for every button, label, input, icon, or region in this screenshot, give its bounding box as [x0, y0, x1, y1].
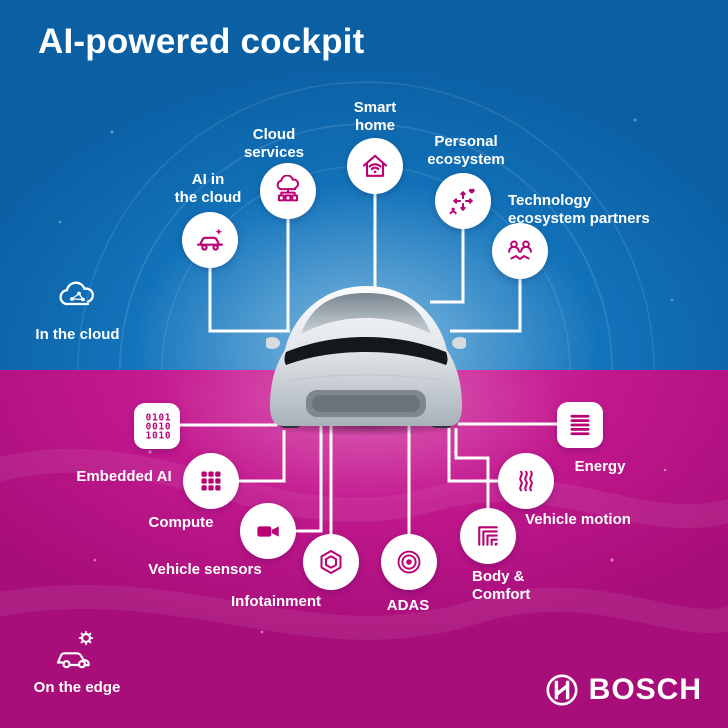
node-label-vehicle-sensors: Vehicle sensors: [148, 561, 262, 578]
node-ai-in-the-cloud: [182, 212, 238, 268]
camera-icon: [253, 516, 283, 546]
page-title: AI-powered cockpit: [38, 22, 365, 61]
node-label-embedded-ai: Embedded AI: [76, 468, 172, 485]
cloud-zone-label: In the cloud: [35, 326, 120, 343]
node-compute: [183, 453, 239, 509]
node-cloud-services: [260, 163, 316, 219]
edge-zone-label: On the edge: [33, 679, 121, 696]
radar-rings-icon: [394, 547, 424, 577]
hexagon-icon: [316, 547, 346, 577]
svg-text:0101: 0101: [146, 413, 172, 424]
node-adas: [381, 534, 437, 590]
node-smart-home: [347, 138, 403, 194]
node-label-body-comfort: Body & Comfort: [472, 568, 531, 604]
node-body-comfort: [460, 508, 516, 564]
smart-home-icon: [359, 150, 391, 182]
motion-waves-icon: [511, 466, 541, 496]
node-label-infotainment: Infotainment: [231, 593, 321, 610]
node-label-adas: ADAS: [386, 597, 430, 614]
node-label-vehicle-motion: Vehicle motion: [525, 511, 631, 528]
svg-text:0010: 0010: [146, 422, 172, 433]
car-front-view: [266, 276, 466, 436]
personal-ecosystem-icon: [447, 185, 479, 217]
stacked-layers-icon: [473, 521, 503, 551]
node-label-compute: Compute: [148, 514, 214, 531]
bosch-anchor-icon: [544, 672, 580, 708]
ecosystem-partners-icon: [504, 235, 536, 267]
car-gear-icon: [53, 627, 101, 675]
svg-text:1010: 1010: [146, 431, 172, 442]
ai-car-icon: [194, 224, 226, 256]
node-ecosystem-partners: [492, 223, 548, 279]
node-label-cloud-services: Cloud services: [243, 126, 305, 162]
node-infotainment: [303, 534, 359, 590]
node-vehicle-motion: [498, 453, 554, 509]
energy-lines-icon: [565, 410, 595, 440]
cloud-molecule-icon: [53, 276, 101, 324]
node-vehicle-sensors: [240, 503, 296, 559]
node-label-personal-ecosystem: Personal ecosystem: [427, 133, 505, 169]
cloud-services-icon: [272, 175, 304, 207]
node-label-ecosystem-partners: Technology ecosystem partners: [508, 192, 650, 228]
node-energy: [557, 402, 603, 448]
node-label-ai-in-the-cloud: AI in the cloud: [174, 171, 242, 207]
node-personal-ecosystem: [435, 173, 491, 229]
node-label-energy: Energy: [574, 458, 626, 475]
brand-name: BOSCH: [588, 673, 702, 706]
brand-lockup: BOSCH: [544, 672, 702, 708]
node-label-smart-home: Smart home: [353, 99, 397, 135]
chip-grid-icon: [196, 466, 226, 496]
